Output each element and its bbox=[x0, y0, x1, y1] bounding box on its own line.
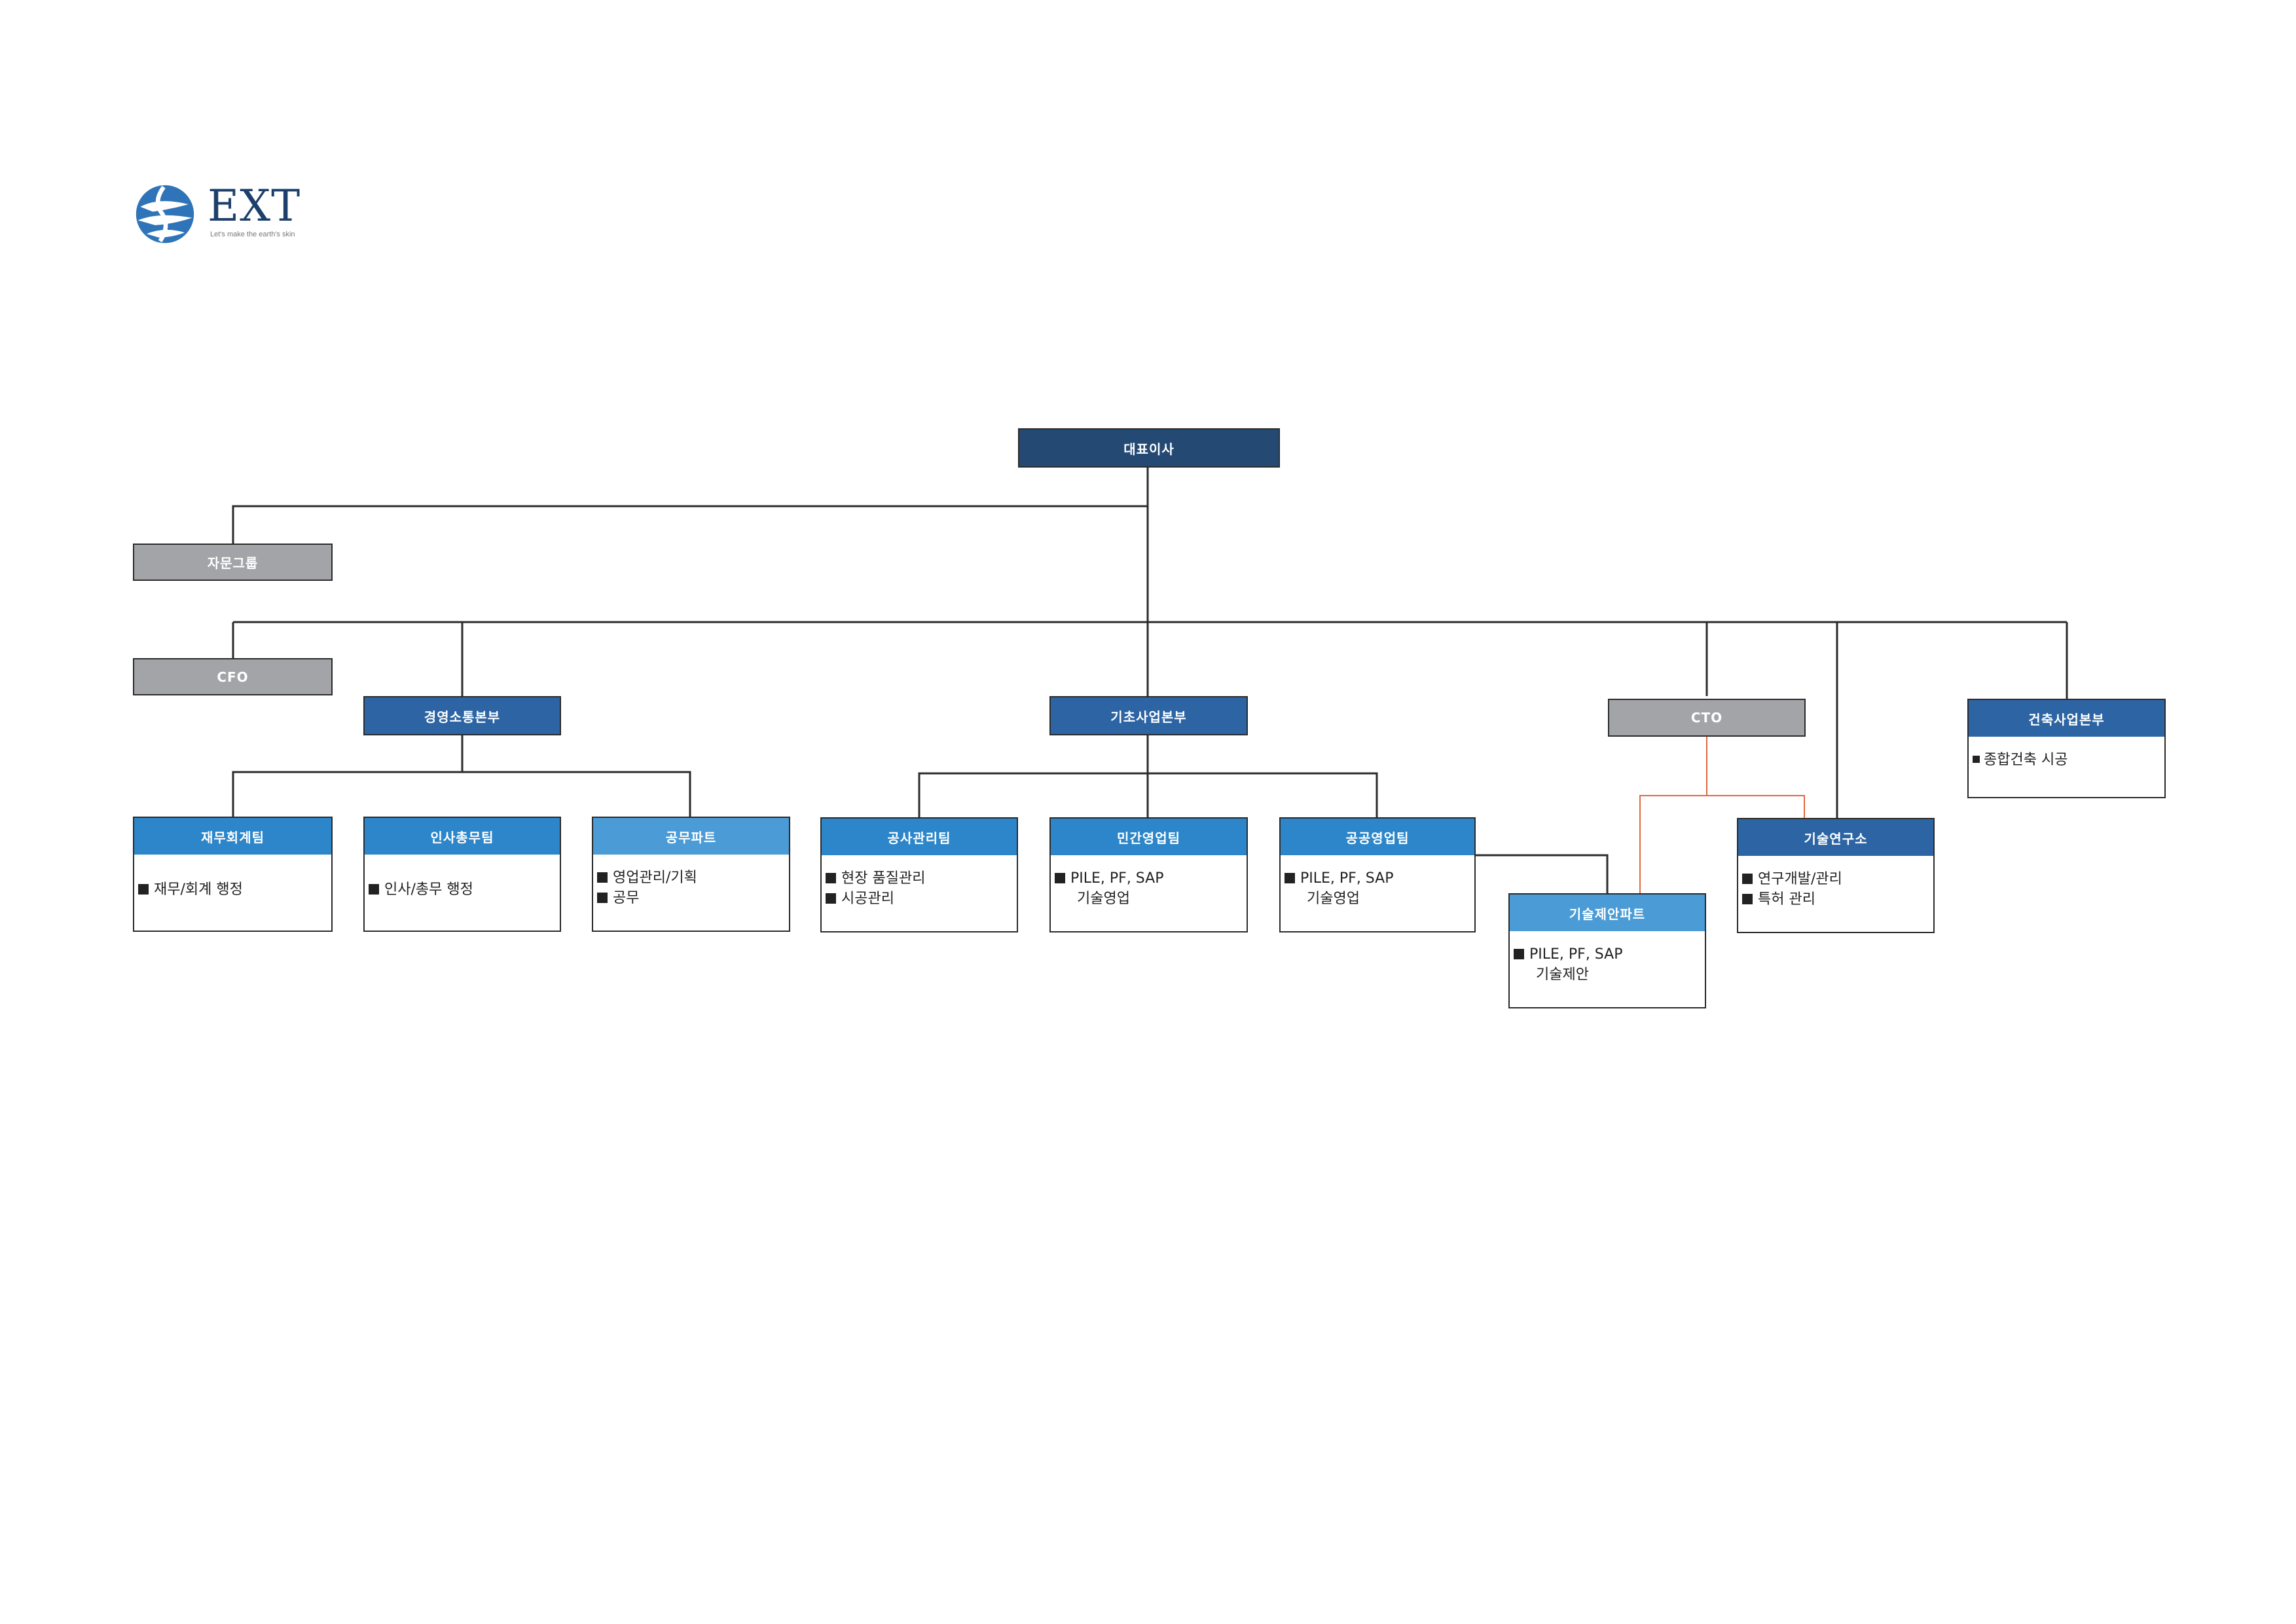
public-works-item: 영업관리/기획 bbox=[597, 868, 789, 888]
hr-team-item: 인사/총무 행정 bbox=[369, 879, 560, 900]
bullet-square-icon bbox=[1742, 874, 1753, 884]
ceo-title: 대표이사 bbox=[1019, 430, 1279, 466]
construction-mgmt-item: 시공관리 bbox=[826, 889, 1017, 909]
management-division-box: 경영소통본부 bbox=[363, 696, 561, 735]
finance-team-box: 재무회계팀 재무/회계 행정 bbox=[133, 817, 333, 932]
bullet-square-icon bbox=[1514, 949, 1524, 959]
hr-team-box: 인사총무팀 인사/총무 행정 bbox=[363, 817, 561, 932]
management-division-title: 경영소통본부 bbox=[365, 697, 560, 734]
public-works-part-box: 공무파트 영업관리/기획 공무 bbox=[592, 817, 790, 932]
ceo-box: 대표이사 bbox=[1018, 428, 1280, 468]
private-sales-item: PILE, PF, SAP bbox=[1055, 868, 1247, 889]
connector-tree bbox=[232, 466, 2068, 893]
cfo-title: CFO bbox=[134, 659, 331, 694]
tech-proposal-item: 기술제안 bbox=[1536, 967, 1589, 983]
public-sales-team-title: 공공영업팀 bbox=[1281, 819, 1474, 855]
cto-connector-tree bbox=[1639, 737, 1805, 893]
advisory-group-box: 자문그룹 bbox=[133, 544, 333, 581]
research-item: 연구개발/관리 bbox=[1742, 869, 1933, 889]
construction-item: 종합건축 시공 bbox=[1973, 750, 2164, 770]
foundation-division-title: 기초사업본부 bbox=[1051, 697, 1247, 734]
company-logo: EXT Let's make the earth's skin bbox=[134, 182, 331, 248]
tech-proposal-part-box: 기술제안파트 PILE, PF, SAP 기술제안 bbox=[1508, 893, 1706, 1008]
research-institute-box: 기술연구소 연구개발/관리 특허 관리 bbox=[1737, 818, 1935, 933]
globe-logo-icon bbox=[136, 185, 194, 244]
public-sales-item: 기술영업 bbox=[1307, 891, 1360, 907]
bullet-square-icon bbox=[1285, 873, 1295, 883]
advisory-link bbox=[232, 505, 1148, 544]
logo-wordmark: EXT bbox=[208, 181, 301, 231]
construction-mgmt-item: 현장 품질관리 bbox=[826, 868, 1017, 889]
bullet-square-icon bbox=[826, 873, 836, 883]
construction-division-title: 건축사업본부 bbox=[1969, 700, 2164, 737]
bullet-square-icon bbox=[826, 893, 836, 904]
public-works-part-title: 공무파트 bbox=[593, 818, 789, 855]
tech-proposal-part-title: 기술제안파트 bbox=[1510, 895, 1705, 931]
private-sales-team-box: 민간영업팀 PILE, PF, SAP 기술영업 bbox=[1049, 817, 1248, 932]
public-sales-team-box: 공공영업팀 PILE, PF, SAP 기술영업 bbox=[1279, 817, 1476, 932]
cto-title: CTO bbox=[1609, 700, 1804, 735]
management-bus bbox=[232, 771, 691, 817]
bullet-square-icon bbox=[1742, 894, 1753, 904]
private-sales-item: 기술영업 bbox=[1077, 891, 1130, 907]
bullet-square-icon bbox=[597, 872, 608, 883]
private-sales-team-title: 민간영업팀 bbox=[1051, 819, 1247, 855]
bullet-square-icon bbox=[1055, 873, 1065, 883]
cfo-box: CFO bbox=[133, 658, 333, 695]
public-sales-item: PILE, PF, SAP bbox=[1285, 868, 1474, 889]
research-item: 특허 관리 bbox=[1742, 889, 1933, 910]
advisory-group-title: 자문그룹 bbox=[134, 545, 331, 580]
bullet-square-icon bbox=[369, 884, 379, 895]
construction-division-box: 건축사업본부 종합건축 시공 bbox=[1967, 699, 2166, 798]
construction-mgmt-team-title: 공사관리팀 bbox=[822, 819, 1017, 855]
foundation-division-box: 기초사업본부 bbox=[1049, 696, 1248, 735]
research-institute-title: 기술연구소 bbox=[1738, 819, 1933, 856]
foundation-bus bbox=[918, 772, 1378, 817]
cto-bus-line bbox=[1639, 795, 1805, 893]
finance-team-title: 재무회계팀 bbox=[134, 818, 331, 855]
proposal-link bbox=[1474, 854, 1609, 893]
bullet-square-icon bbox=[597, 893, 608, 903]
hr-team-title: 인사총무팀 bbox=[365, 818, 560, 855]
public-works-item: 공무 bbox=[597, 888, 789, 908]
finance-team-item: 재무/회계 행정 bbox=[138, 879, 331, 900]
logo-tagline: Let's make the earth's skin bbox=[210, 231, 295, 238]
bullet-square-icon bbox=[138, 884, 149, 895]
cto-box: CTO bbox=[1608, 699, 1806, 737]
bullet-square-icon bbox=[1973, 756, 1980, 763]
construction-mgmt-team-box: 공사관리팀 현장 품질관리 시공관리 bbox=[820, 817, 1018, 932]
tech-proposal-item: PILE, PF, SAP bbox=[1514, 944, 1705, 965]
